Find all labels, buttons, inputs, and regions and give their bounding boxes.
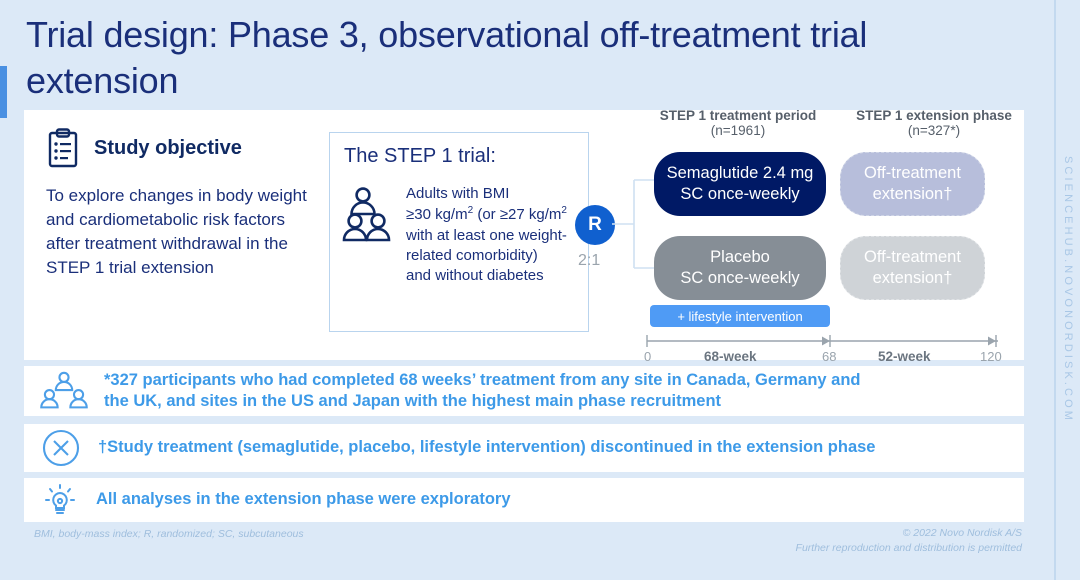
arm-semaglutide: Semaglutide 2.4 mg SC once-weekly [654,152,826,216]
column-title: STEP 1 treatment period [659,108,817,123]
arm-line-2: SC once-weekly [680,185,800,203]
column-header-extension-phase: STEP 1 extension phase (n=327*) [836,108,1032,138]
column-n: (n=1961) [710,123,766,138]
step1-trial-population-text: Adults with BMI ≥30 kg/m2 (or ≥27 kg/m2 … [406,184,567,286]
timeline-axis [646,335,998,347]
clipboard-icon [46,128,80,168]
trial-line-4: related comorbidity) [406,246,538,264]
randomization-ratio: 2:1 [578,252,601,269]
people-icon [342,184,396,244]
circle-x-icon [40,427,82,469]
sidebar-watermark-text: SCIENCEHUB.NOVONORDISK.COM [1062,156,1074,424]
study-objective-panel: Study objective To explore changes in bo… [46,128,321,281]
step1-trial-title: The STEP 1 trial: [344,145,496,167]
trial-line-3: with at least one weight- [406,226,567,244]
footnote-line-1: *327 participants who had completed 68 w… [104,370,861,389]
timeline: 68-week 52-week 0 68 120 [644,333,1002,364]
timeline-tick-68: 68 [822,349,837,364]
arm-off-treatment-extension-bottom: Off-treatment extension† [840,236,985,300]
footer-copyright: © 2022 Novo Nordisk A/S [902,527,1022,539]
footnote-text: *327 participants who had completed 68 w… [104,370,861,413]
study-objective-header: Study objective [46,128,321,168]
footer-copyright-block: © 2022 Novo Nordisk A/S Further reproduc… [796,526,1022,556]
arm-line-1: Off-treatment [864,164,961,183]
footnote-text: †Study treatment (semaglutide, placebo, … [98,438,876,457]
study-objective-title: Study objective [94,136,242,159]
randomization-node: R [575,205,615,245]
trial-line-2: ≥30 kg/m2 (or ≥27 kg/m2 [406,205,567,224]
footnote-bar-discontinued: †Study treatment (semaglutide, placebo, … [24,424,1024,472]
arm-line-1: Off-treatment [864,248,961,267]
timeline-tick-0: 0 [644,349,652,364]
sidebar-watermark: SCIENCEHUB.NOVONORDISK.COM [1054,0,1080,580]
study-objective-body: To explore changes in body weight and ca… [46,186,307,278]
arm-line-1: Placebo [710,248,770,267]
footnote-bar-exploratory: All analyses in the extension phase were… [24,478,1024,522]
page-title: Trial design: Phase 3, observational off… [26,14,868,102]
arm-line-1: Semaglutide 2.4 mg [666,164,814,183]
step1-trial-box: The STEP 1 trial: [329,132,589,332]
arm-line-2: SC once-weekly [680,269,800,287]
column-title: STEP 1 extension phase [856,108,1012,123]
step1-trial-population-row: Adults with BMI ≥30 kg/m2 (or ≥27 kg/m2 … [342,184,574,286]
timeline-tick-120: 120 [980,349,1002,364]
trial-line-5: and without diabetes [406,267,544,284]
arm-line-2: extension† [872,185,953,203]
timeline-segment-label-2: 52-week [878,349,931,364]
arm-off-treatment-extension-top: Off-treatment extension† [840,152,985,216]
lifestyle-intervention-bar: + lifestyle intervention [650,305,830,327]
column-header-treatment-period: STEP 1 treatment period (n=1961) [640,108,836,138]
left-accent-bar [0,66,7,118]
footer-abbreviations: BMI, body-mass index; R, randomized; SC,… [34,528,304,540]
lightbulb-icon [40,480,80,520]
arm-placebo: Placebo SC once-weekly [654,236,826,300]
footnote-line-2: the UK, and sites in the US and Japan wi… [104,392,722,410]
main-content-card: Study objective To explore changes in bo… [24,110,1024,360]
footnote-text: All analyses in the extension phase were… [96,490,511,509]
footnote-bar-participants: *327 participants who had completed 68 w… [24,366,1024,416]
arm-line-2: extension† [872,269,953,287]
footer-reproduction: Further reproduction and distribution is… [795,542,1022,555]
people-group-icon [40,371,88,411]
timeline-segment-label-1: 68-week [704,349,757,364]
column-n: (n=327*) [907,123,961,138]
trial-line-1: Adults with BMI [406,185,510,202]
